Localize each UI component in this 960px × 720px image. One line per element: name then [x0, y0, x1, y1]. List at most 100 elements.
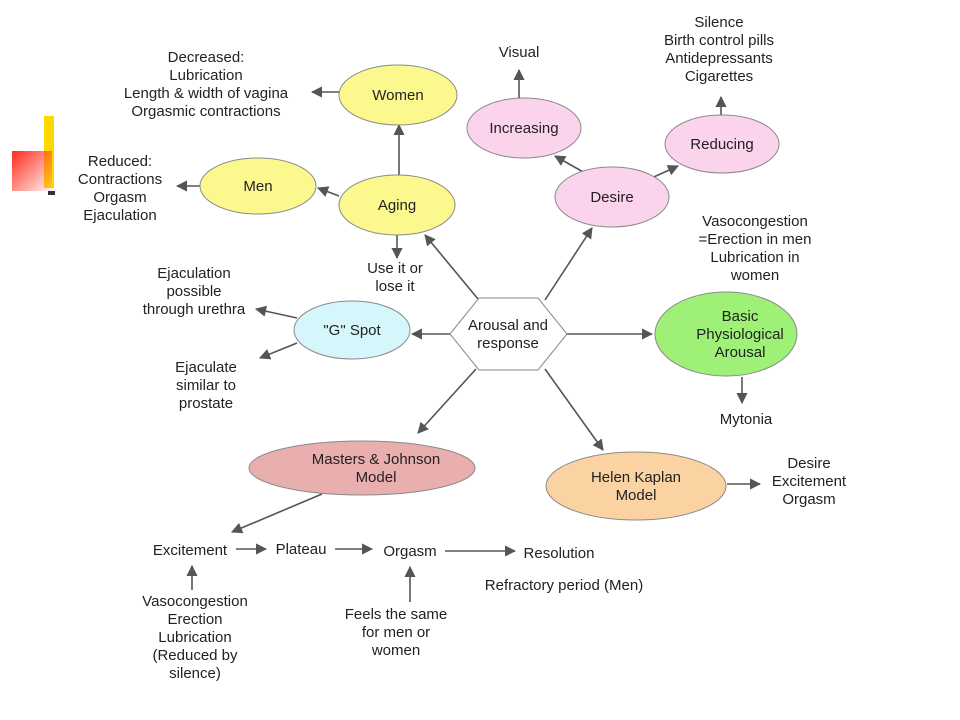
svg-text:Increasing: Increasing [489, 120, 558, 137]
text-line: Plateau [276, 541, 327, 558]
accent-dash [48, 191, 55, 195]
text-line: Orgasm [782, 491, 835, 508]
label-resolution: Resolution [524, 545, 595, 562]
text-line: Ejaculation [83, 207, 156, 224]
text-line: response [477, 335, 539, 352]
arrow-arousal-kaplan [544, 368, 604, 451]
text-line: =Erection in men [699, 231, 812, 248]
text-line: through urethra [143, 301, 246, 318]
text-line: Ejaculate [175, 359, 237, 376]
label-visual: Visual [499, 44, 540, 61]
node-men[interactable]: Men [199, 157, 317, 215]
text-line: Model [356, 469, 397, 486]
text-line: Lubrication [169, 67, 242, 84]
text-line: Antidepressants [665, 50, 773, 67]
nodes: Women Men Aging Increasing Reducing Desi… [199, 64, 798, 521]
text-line: Physiological [696, 326, 784, 343]
svg-text:Men: Men [243, 178, 272, 195]
arrow-arousal-masters [417, 368, 477, 434]
arrow-masters-excitement [230, 493, 323, 534]
text-line: Arousal [715, 344, 766, 361]
text-line: (Reduced by [152, 647, 238, 664]
text-line: Use it or [367, 260, 423, 277]
text-line: women [371, 642, 420, 659]
text-line: "G" Spot [323, 322, 381, 339]
text-line: Model [616, 487, 657, 504]
svg-text:Desire: Desire [590, 189, 633, 206]
text-line: Contractions [78, 171, 162, 188]
text-line: Helen Kaplan [591, 469, 681, 486]
arrow-gspot-ejaculation [254, 305, 298, 319]
arrow-aging-men [316, 186, 340, 197]
text-line: for men or [362, 624, 430, 641]
svg-text:"G" Spot: "G" Spot [323, 322, 381, 339]
text-line: Decreased: [168, 49, 245, 66]
node-increasing[interactable]: Increasing [466, 97, 582, 159]
node-women[interactable]: Women [338, 64, 458, 126]
accent-block-red [12, 151, 52, 191]
node-reducing[interactable]: Reducing [664, 114, 780, 174]
text-line: Lubrication [158, 629, 231, 646]
text-line: Desire [590, 189, 633, 206]
arrow-gspot-ejaculate [258, 342, 298, 360]
text-line: Reducing [690, 136, 753, 153]
svg-text:Aging: Aging [378, 197, 416, 214]
text-line: Vasocongestion [702, 213, 808, 230]
arrow-desire-increasing [554, 155, 586, 174]
text-line: Excitement [772, 473, 847, 490]
text-line: Silence [694, 14, 743, 31]
svg-text:Women: Women [372, 87, 423, 104]
label-refractory-period: Refractory period (Men) [485, 577, 643, 594]
text-line: Orgasm [383, 543, 436, 560]
text-line: Feels the same [345, 606, 448, 623]
text-line: Orgasmic contractions [131, 103, 280, 120]
text-line: Vasocongestion [142, 593, 248, 610]
text-line: Men [243, 178, 272, 195]
node-g-spot[interactable]: "G" Spot [293, 300, 411, 360]
text-line: silence) [169, 665, 221, 682]
text-line: Erection [167, 611, 222, 628]
label-excitement: Excitement [153, 542, 228, 559]
arrow-arousal-desire [544, 227, 593, 301]
text-line: Increasing [489, 120, 558, 137]
text-line: women [730, 267, 779, 284]
text-line: lose it [375, 278, 415, 295]
svg-text:Reducing: Reducing [690, 136, 753, 153]
text-line: similar to [176, 377, 236, 394]
text-line: possible [166, 283, 221, 300]
text-line: Visual [499, 44, 540, 61]
text-line: Resolution [524, 545, 595, 562]
text-line: Basic [722, 308, 759, 325]
text-line: Masters & Johnson [312, 451, 440, 468]
text-line: Orgasm [93, 189, 146, 206]
text-line: Arousal and [468, 317, 548, 334]
text-line: Excitement [153, 542, 228, 559]
node-desire[interactable]: Desire [554, 166, 670, 228]
text-line: Cigarettes [685, 68, 753, 85]
text-line: Reduced: [88, 153, 152, 170]
text-line: Women [372, 87, 423, 104]
text-line: Mytonia [720, 411, 773, 428]
node-aging[interactable]: Aging [338, 174, 456, 236]
label-orgasm: Orgasm [383, 543, 436, 560]
text-line: Birth control pills [664, 32, 774, 49]
text-line: Lubrication in [710, 249, 799, 266]
text-line: Length & width of vagina [124, 85, 289, 102]
